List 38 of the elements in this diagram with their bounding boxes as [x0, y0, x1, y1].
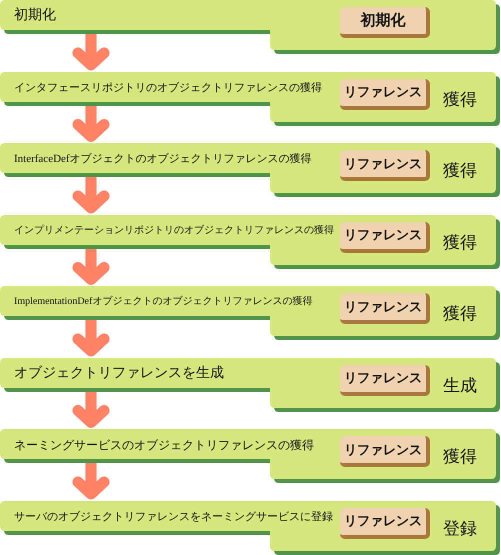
reference-tag: リファレンス [340, 436, 430, 467]
step-text: ImplementationDefオブジェクトのオブジェクトリファレンスの獲得 [14, 294, 312, 309]
flow-arrow [72, 177, 110, 214]
reference-tag: リファレンス [340, 293, 430, 324]
flow-arrow [72, 106, 110, 142]
flow-arrow [72, 463, 110, 500]
step-text: インプリメンテーションリポジトリのオブジェクトリファレンスの獲得 [14, 224, 334, 238]
action-text: 登録 [443, 518, 477, 538]
reference-tag: リファレンス [340, 78, 430, 110]
step-band [0, 358, 501, 412]
reference-tag: リファレンス [340, 150, 430, 181]
step-text: InterfaceDefオブジェクトのオブジェクトリファレンスの獲得 [14, 152, 312, 167]
step-band [0, 500, 501, 554]
flow-arrow [72, 34, 110, 70]
reference-tag: リファレンス [340, 508, 430, 538]
step-band [0, 214, 501, 268]
step-band [0, 429, 501, 483]
reference-tag: リファレンス [340, 364, 430, 396]
action-text: 獲得 [443, 447, 477, 467]
action-text: 獲得 [443, 304, 477, 324]
step-band [0, 286, 501, 340]
flow-arrow [72, 320, 110, 356]
step-text: サーバのオブジェクトリファレンスをネーミングサービスに登録 [14, 510, 333, 524]
reference-tag: 初期化 [340, 7, 430, 38]
step-text: オブジェクトリファレンスを生成 [14, 364, 224, 382]
flow-arrow [72, 392, 110, 428]
action-text: 生成 [443, 376, 477, 396]
flow-arrow [72, 248, 110, 285]
reference-tag: リファレンス [340, 222, 430, 252]
action-text: 獲得 [443, 90, 477, 110]
action-text: 獲得 [443, 232, 477, 252]
step-band [0, 72, 501, 126]
step-band [0, 143, 501, 197]
step-text: インタフェースリポジトリのオブジェクトリファレンスの獲得 [14, 80, 322, 96]
step-text: 初期化 [14, 6, 56, 25]
step-band [0, 0, 501, 54]
step-text: ネーミングサービスのオブジェクトリファレンスの獲得 [14, 437, 314, 454]
action-text: 獲得 [443, 161, 477, 181]
